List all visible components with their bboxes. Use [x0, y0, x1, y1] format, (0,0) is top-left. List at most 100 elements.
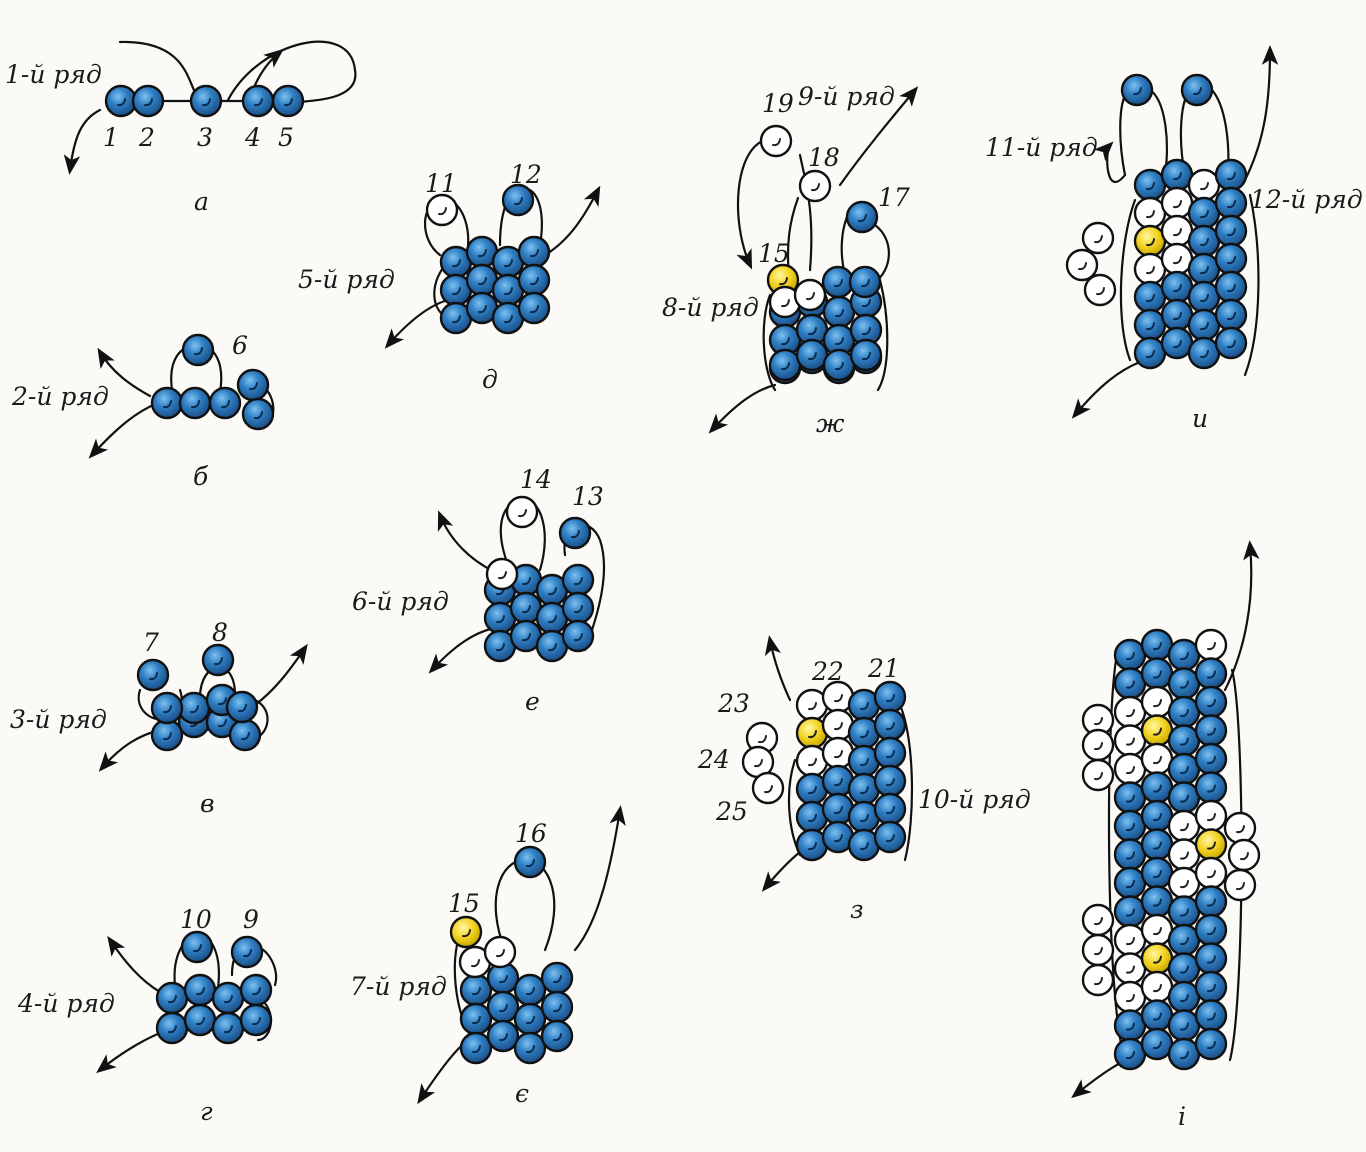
bead-blue-i: [1194, 771, 1228, 804]
bead-blue-ye: [459, 1002, 493, 1036]
figure-letter-zh: ж: [816, 409, 845, 438]
bead-blue-g: [239, 973, 273, 1007]
bead-blue-a: [131, 84, 165, 118]
thread-b-out: [97, 347, 152, 398]
bead-white-i: [1113, 923, 1147, 957]
bead-white-i: [1140, 913, 1174, 947]
bead-blue-y: [1214, 186, 1248, 220]
bead-white-e: [505, 495, 539, 529]
bead-number-16: 16: [515, 819, 547, 848]
bead-blue-y: [1187, 224, 1221, 258]
bead-white-i: [1113, 695, 1147, 729]
bead-blue-d: [517, 291, 551, 325]
bead-white-i: [1194, 628, 1228, 662]
bead-number-7: 7: [143, 628, 159, 657]
bead-blue-a: [241, 84, 275, 118]
bead-number-5: 5: [278, 123, 294, 152]
bead-number-24: 24: [697, 745, 730, 774]
bead-blue-a: [271, 84, 305, 118]
bead-white-e: [485, 557, 519, 591]
bead-white-i: [1167, 809, 1201, 843]
bead-number-10: 10: [180, 905, 212, 934]
bead-white-zh: [798, 169, 832, 203]
bead-blue-g: [155, 981, 189, 1015]
bead-blue-b: [208, 386, 242, 420]
figure-letter-i: і: [1178, 1102, 1186, 1131]
bead-blue-ye: [540, 961, 574, 995]
thread-d-out: [543, 185, 601, 257]
bead-number-4: 4: [244, 123, 261, 152]
bead-blue-i: [1167, 980, 1201, 1014]
bead-blue-i: [1167, 1009, 1201, 1042]
bead-white-i: [1227, 838, 1261, 872]
bead-blue-a: [104, 84, 138, 118]
bead-blue-y: [1133, 168, 1167, 202]
bead-number-19: 19: [762, 89, 794, 118]
bead-blue-i: [1194, 657, 1228, 690]
bead-blue-y: [1120, 73, 1154, 107]
thread-ye-out: [573, 805, 626, 952]
bead-white-i: [1081, 933, 1115, 967]
bead-blue-y: [1214, 214, 1248, 248]
bead-blue-y: [1214, 270, 1248, 304]
bead-white-y: [1083, 273, 1117, 307]
bead-blue-i: [1140, 1027, 1174, 1061]
bead-blue-i: [1140, 999, 1174, 1032]
bead-blue-i: [1113, 838, 1147, 871]
bead-blue-ye: [513, 973, 547, 1007]
bead-blue-y: [1187, 280, 1221, 314]
bead-blue-v: [225, 690, 259, 724]
row-label-zh-8: 8-й ряд: [662, 293, 759, 322]
bead-number-1: 1: [103, 123, 119, 152]
thread-zh-frame: [762, 278, 889, 392]
bead-blue-i: [1167, 667, 1201, 700]
figure-letter-e: е: [525, 687, 540, 716]
bead-blue-i: [1113, 1037, 1147, 1071]
bead-blue-ye: [540, 990, 574, 1024]
bead-blue-i: [1194, 742, 1228, 776]
figure-letter-b: б: [193, 462, 209, 491]
bead-white-z: [821, 708, 855, 742]
bead-blue-i: [1194, 685, 1228, 719]
figure-letter-v: в: [200, 789, 215, 818]
thread-v-out: [253, 643, 308, 707]
bead-blue-g: [239, 1003, 273, 1037]
bead-yellow-i: [1140, 942, 1174, 975]
thread-z-out: [764, 635, 792, 702]
bead-blue-y: [1160, 298, 1194, 332]
bead-white-i: [1194, 856, 1228, 890]
bead-number-14: 14: [520, 465, 552, 494]
bead-blue-e: [561, 563, 595, 597]
bead-blue-d: [517, 235, 551, 269]
bead-blue-i: [1113, 809, 1147, 843]
bead-yellow-i: [1140, 714, 1174, 747]
bead-white-i: [1081, 728, 1115, 762]
figure-letter-d: д: [482, 365, 498, 394]
bead-white-y: [1081, 221, 1115, 255]
bead-blue-i: [1167, 752, 1201, 786]
bead-blue-i: [1113, 638, 1147, 672]
thread-z-in: [761, 850, 802, 892]
bead-white-i: [1081, 758, 1115, 792]
bead-blue-y: [1133, 280, 1167, 314]
bead-number-6: 6: [232, 331, 248, 360]
bead-blue-g: [183, 1003, 217, 1037]
bead-number-17: 17: [878, 183, 910, 212]
bead-number-3: 3: [197, 123, 213, 152]
bead-blue-ye: [486, 1019, 520, 1053]
bead-blue-i: [1140, 771, 1174, 804]
bead-white-i: [1140, 742, 1174, 776]
thread-zh-in: [708, 383, 777, 434]
bead-blue-g: [230, 935, 264, 969]
bead-white-i: [1081, 963, 1115, 997]
row-label-d: 5-й ряд: [298, 265, 395, 294]
row-label-zh-9: 9-й ряд: [798, 82, 895, 111]
bead-blue-v: [201, 643, 235, 677]
bead-blue-zh: [822, 295, 856, 329]
row-label-a: 1-й ряд: [5, 60, 102, 89]
bead-blue-b: [150, 386, 184, 420]
bead-white-y: [1160, 214, 1194, 248]
bead-blue-ye: [459, 1031, 493, 1065]
bead-blue-ye: [513, 845, 547, 879]
